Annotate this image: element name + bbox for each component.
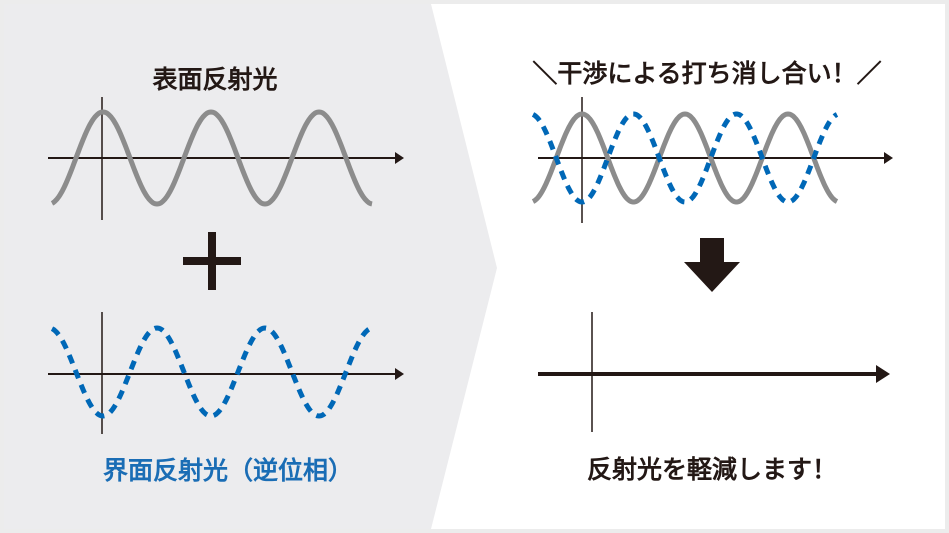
interference-x-axis-arrow bbox=[884, 152, 893, 164]
surface-reflection-title: 表面反射光 bbox=[152, 65, 278, 94]
interference-title: ＼干渉による打ち消し合い！／ bbox=[532, 59, 882, 88]
interface-x-axis-arrow bbox=[395, 368, 404, 380]
interface-reflection-caption: 界面反射光（逆位相） bbox=[102, 456, 354, 485]
result-line-arrow bbox=[876, 365, 890, 383]
plus-sign-v bbox=[208, 232, 216, 290]
right-panel-arrow-shape bbox=[431, 4, 945, 529]
surface-x-axis-arrow bbox=[395, 152, 404, 164]
interference-blue-wave bbox=[531, 111, 839, 205]
interference-gray-wave bbox=[531, 111, 839, 205]
interface-reflection-wave bbox=[50, 325, 373, 419]
result-caption: 反射光を軽減します！ bbox=[586, 455, 838, 484]
surface-reflection-wave bbox=[50, 109, 373, 207]
down-arrow-icon bbox=[684, 238, 740, 292]
